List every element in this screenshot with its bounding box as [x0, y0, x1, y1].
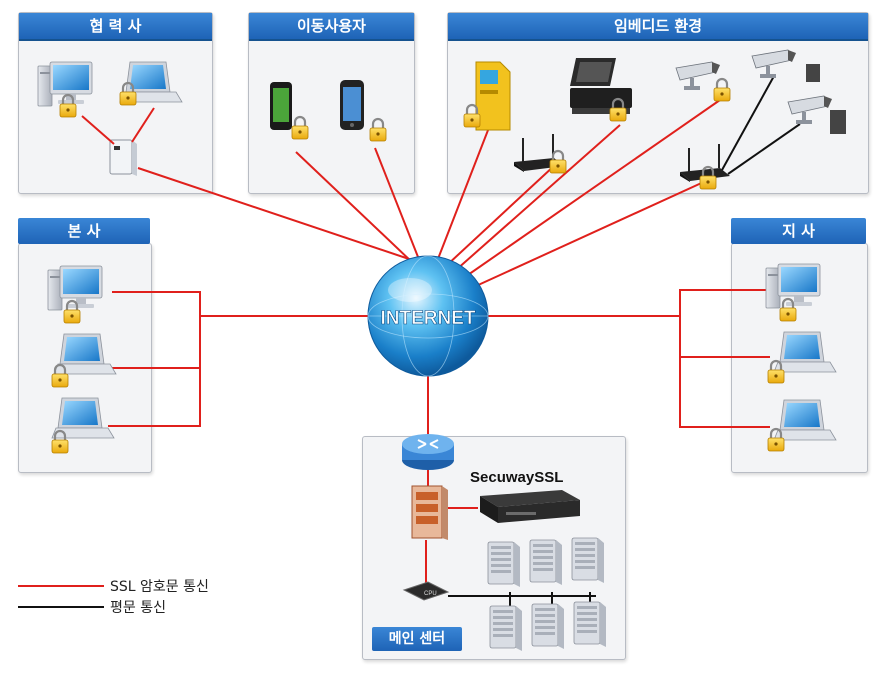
product-label: SecuwaySSL: [470, 469, 563, 486]
camera-device: [787, 95, 833, 125]
internet-globe-icon: INTERNET: [367, 255, 489, 377]
partner-header: 협 력 사: [19, 13, 212, 41]
lock-icon: [766, 427, 786, 453]
ssl-connections: [108, 99, 770, 584]
hq-desktop: [47, 265, 103, 311]
embedded-header: 임베디드 환경: [448, 13, 868, 41]
lock-icon: [290, 115, 310, 141]
plain-connections: [448, 75, 801, 606]
firewall-icon: [411, 485, 448, 540]
partner-vpn-device: [109, 139, 137, 176]
hq-laptop: [53, 333, 117, 375]
camera-mount: [830, 110, 846, 134]
server-icon: [571, 537, 605, 584]
cpu-label: CPU: [424, 591, 437, 597]
lock-icon: [766, 359, 786, 385]
lock-icon: [368, 117, 388, 143]
partner-desktop: [37, 61, 93, 107]
camera-mount: [806, 64, 820, 82]
mobile-header: 이동사용자: [249, 13, 414, 41]
server-icon: [573, 601, 607, 648]
branch-laptop: [773, 331, 837, 373]
camera-device: [751, 49, 797, 79]
router-icon: [402, 434, 454, 470]
server-icon: [529, 539, 563, 586]
phone-device: [270, 82, 292, 130]
kiosk-device: [475, 61, 511, 131]
hq-header: 본 사: [18, 218, 150, 244]
lock-icon: [548, 149, 568, 175]
secuwayssl-appliance: [480, 490, 580, 523]
legend-plain-label: 평문 통신: [110, 600, 166, 616]
legend-ssl-label: SSL 암호문 통신: [110, 579, 209, 595]
cpu-chip-icon: CPU: [402, 581, 450, 601]
server-icon: [489, 605, 523, 652]
branch-laptop: [773, 399, 837, 441]
internet-label: INTERNET: [381, 308, 476, 329]
server-icon: [531, 603, 565, 650]
lock-icon: [712, 77, 732, 103]
camera-device: [675, 61, 721, 91]
pos-terminal-device: [570, 58, 632, 114]
smartphone-device: [340, 80, 364, 130]
main-center-header: 메인 센터: [372, 627, 462, 651]
server-icon: [487, 541, 521, 588]
lock-icon: [462, 103, 482, 129]
branch-header: 지 사: [731, 218, 866, 244]
